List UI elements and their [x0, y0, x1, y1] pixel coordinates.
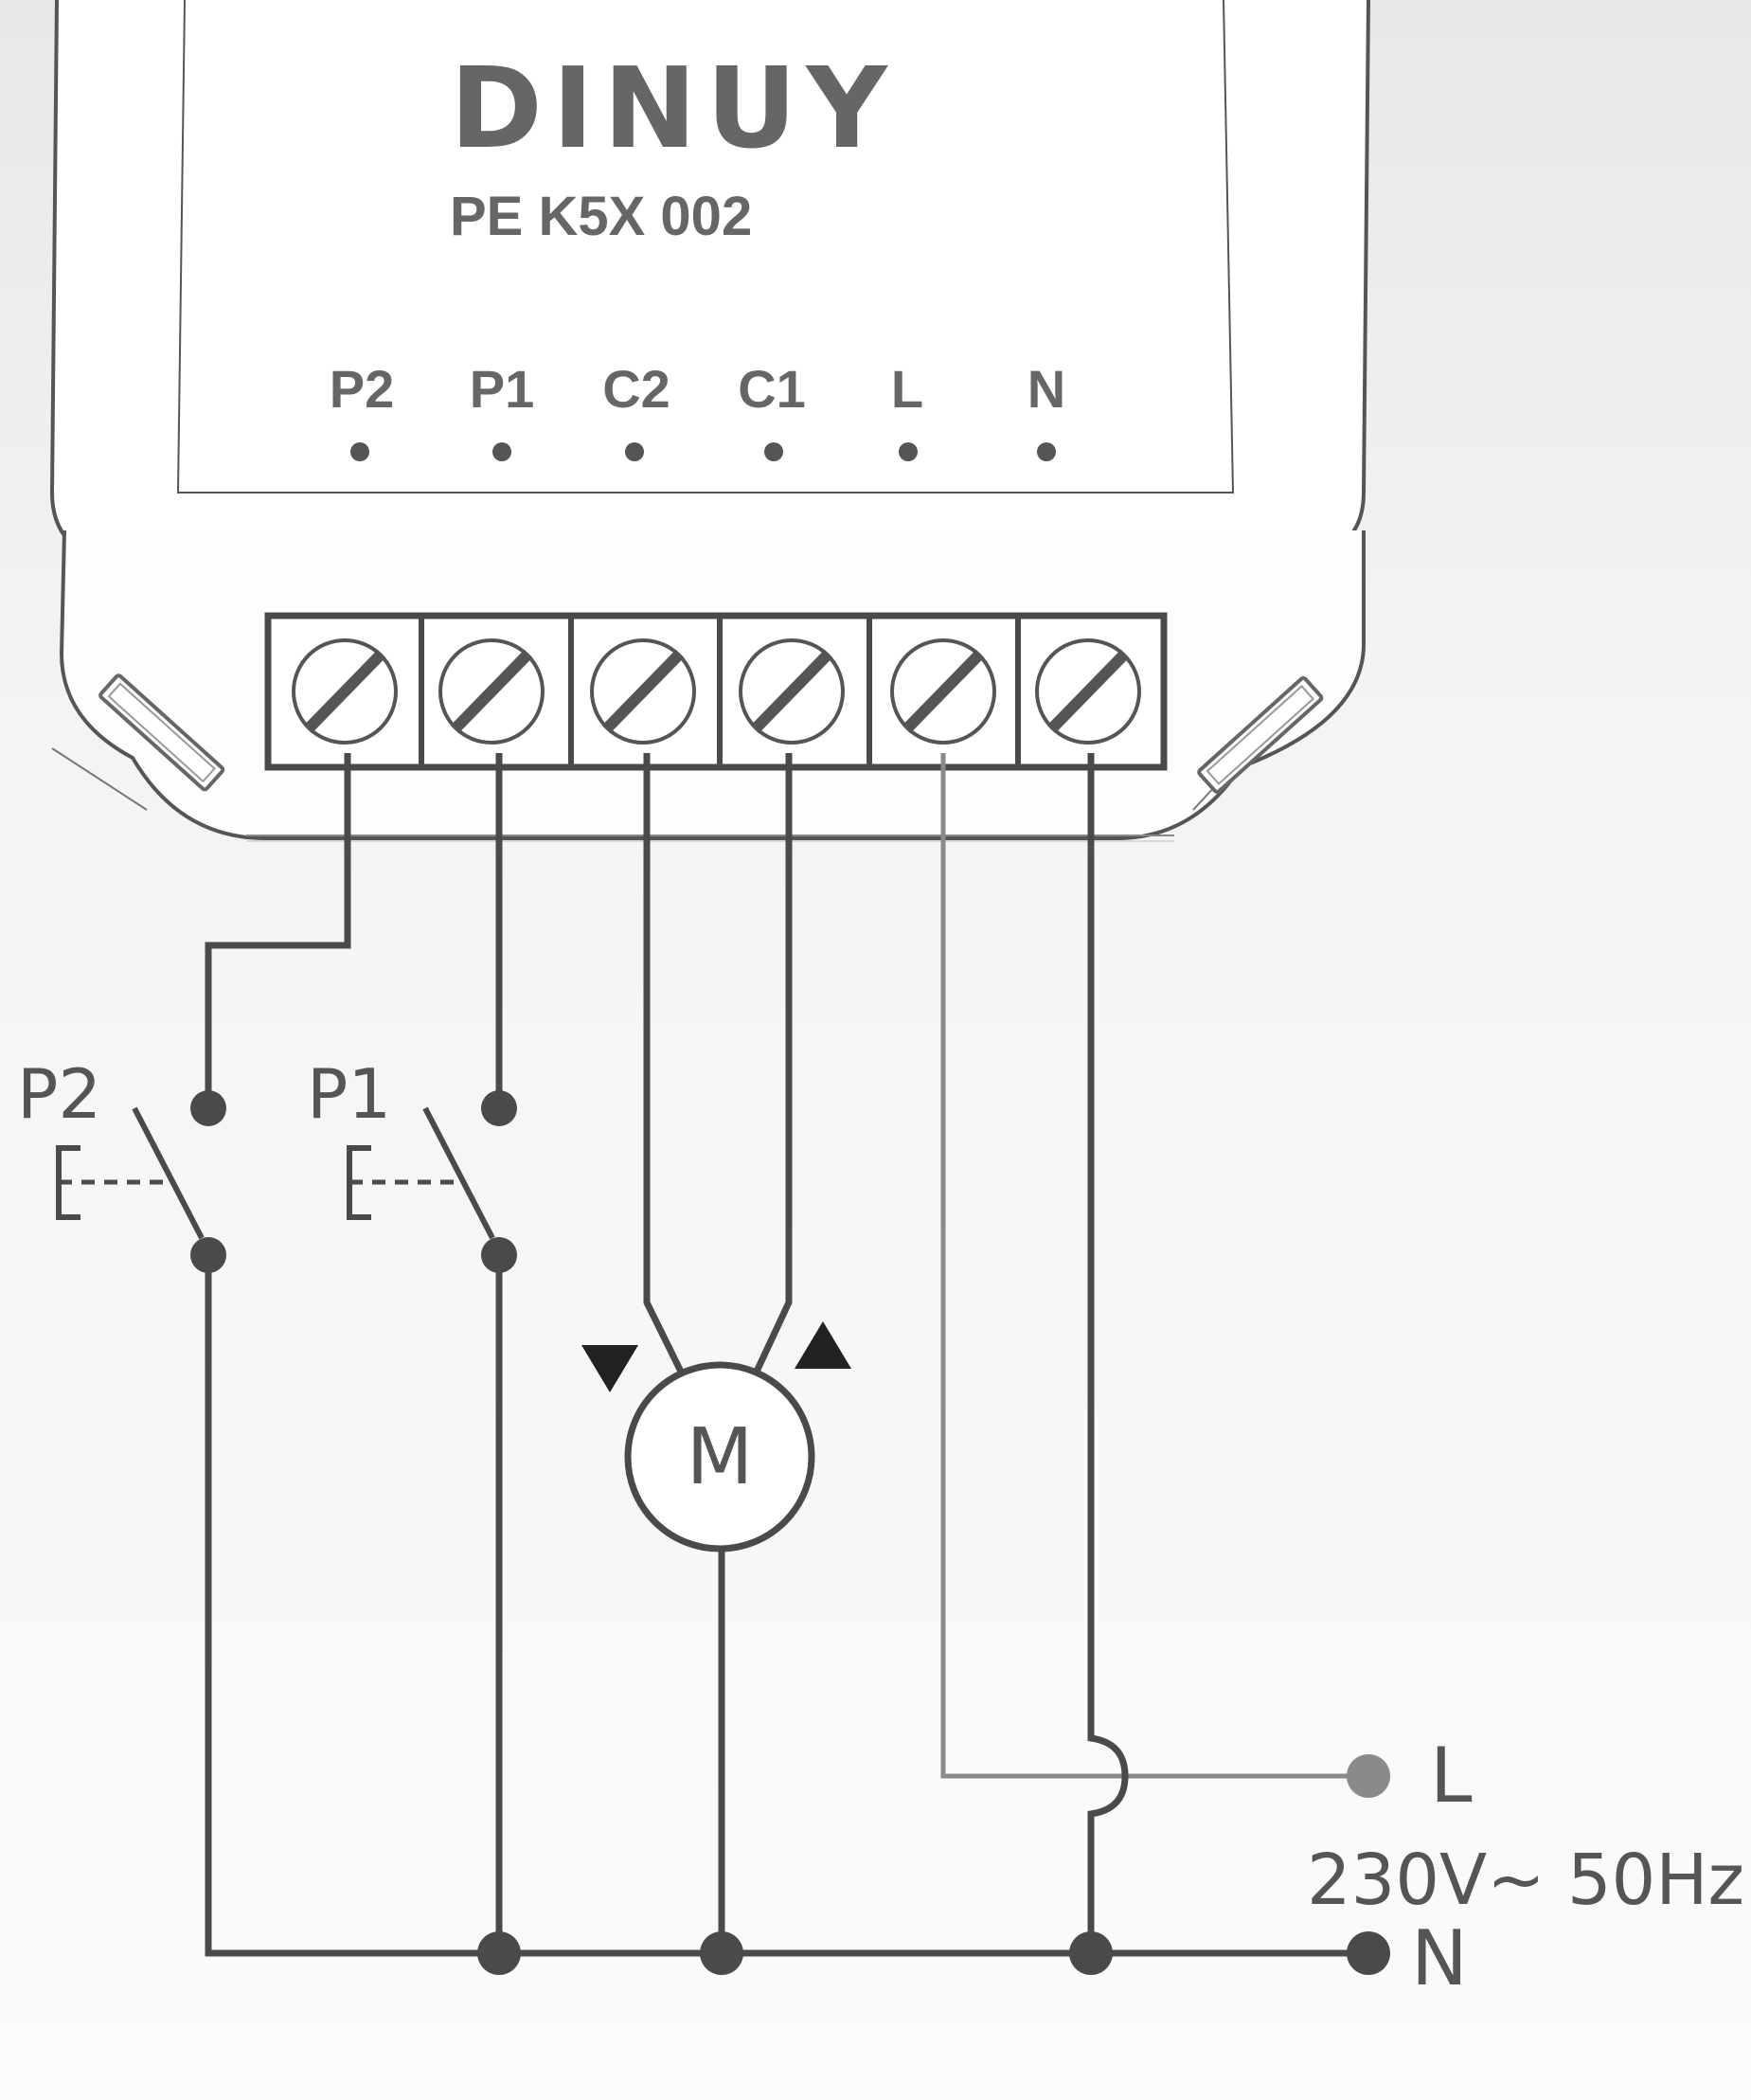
brand-logo-text: DINUY	[450, 43, 897, 173]
switch-label-p2: P2	[17, 1054, 101, 1134]
pushbutton-p2	[56, 1090, 226, 1273]
model-number: PE K5X 002	[450, 186, 752, 247]
junction-dot	[477, 1931, 521, 1975]
junction-dot	[1069, 1931, 1113, 1975]
motor-label: M	[687, 1412, 754, 1502]
switch-label-p1: P1	[307, 1054, 391, 1134]
left-mounting-clip	[98, 673, 225, 792]
supply-label-n: N	[1411, 1914, 1468, 2002]
wire-p2-return	[205, 1255, 1368, 1957]
wire-p2	[205, 753, 351, 1108]
wire-c1	[752, 753, 793, 1375]
screw-icon	[1035, 638, 1141, 745]
terminal-label-p2: P2	[330, 359, 395, 419]
screw-icon	[890, 638, 996, 745]
direction-down-icon	[581, 1345, 638, 1392]
supply-label-l: L	[1430, 1732, 1473, 1820]
pushbutton-p1	[347, 1090, 517, 1273]
screw-icon	[590, 638, 696, 745]
motor	[624, 1361, 815, 1553]
supply-terminal-n	[1347, 1931, 1390, 1975]
terminal-indicator-dots	[350, 442, 1056, 461]
terminal-label-n: N	[1027, 359, 1065, 419]
wire-n	[1087, 753, 1129, 1953]
terminal-label-p1: P1	[470, 359, 535, 419]
screw-icon	[292, 638, 398, 745]
terminal-block	[264, 612, 1168, 771]
direction-up-icon	[795, 1321, 851, 1369]
right-mounting-clip	[1197, 675, 1324, 795]
junction-dot	[700, 1931, 743, 1975]
supply-voltage-label: 230V~ 50Hz	[1307, 1840, 1744, 1921]
terminal-label-c1: C1	[738, 359, 806, 419]
terminal-label-c2: C2	[602, 359, 670, 419]
terminal-labels: P2 P1 C2 C1 L N	[330, 359, 1065, 419]
screw-icon	[438, 638, 545, 745]
supply-terminal-l	[1347, 1754, 1390, 1798]
wire-l	[940, 753, 1368, 1779]
screw-icon	[739, 638, 845, 745]
wire-c2	[643, 753, 686, 1375]
terminal-label-l: L	[891, 359, 923, 419]
